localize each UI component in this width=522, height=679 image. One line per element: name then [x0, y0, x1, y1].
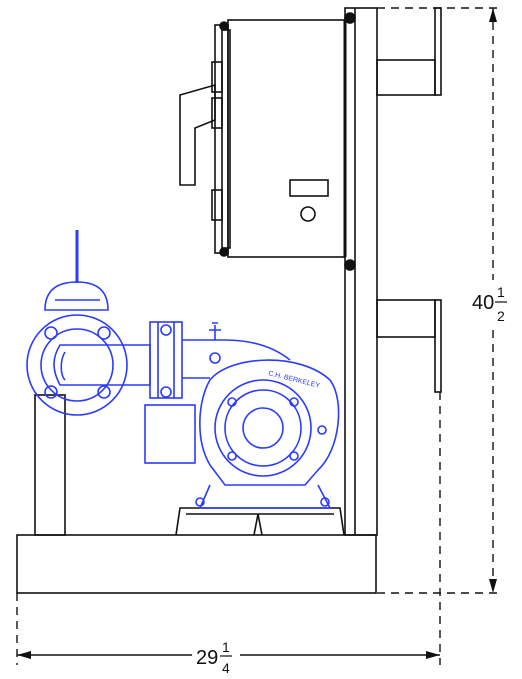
base-skid: [16, 534, 377, 594]
pump-assembly: C.H. BERKELEY: [26, 230, 340, 509]
width-numerator: 1: [222, 639, 230, 655]
pump-label: C.H. BERKELEY: [268, 370, 321, 390]
display-window: [289, 179, 329, 197]
pump-volute: [199, 359, 340, 486]
left-support-leg: [34, 394, 66, 536]
indicator-light: [300, 206, 316, 222]
lower-bracket: [376, 299, 442, 393]
width-denominator: 4: [222, 660, 230, 676]
control-panel: [179, 12, 356, 271]
panel-enclosure: [227, 19, 346, 258]
height-whole: 40: [472, 292, 494, 314]
base-frame: [16, 7, 442, 594]
width-dimension-label: 29 1 4: [192, 639, 240, 676]
height-numerator: 1: [497, 284, 505, 300]
pump-channel-base: [175, 507, 345, 536]
inline-flange: [149, 321, 183, 399]
pump-pedestal: [198, 484, 332, 509]
check-valve: [44, 281, 109, 311]
upper-bracket: [376, 7, 442, 96]
pump-support-block: [144, 404, 196, 464]
height-denominator: 2: [497, 308, 505, 324]
width-whole: 29: [196, 647, 218, 669]
suction-flange: [26, 314, 128, 416]
height-dimension-label: 40 1 2: [468, 280, 507, 324]
disconnect-handle: [179, 83, 216, 186]
vertical-column: [344, 7, 378, 536]
